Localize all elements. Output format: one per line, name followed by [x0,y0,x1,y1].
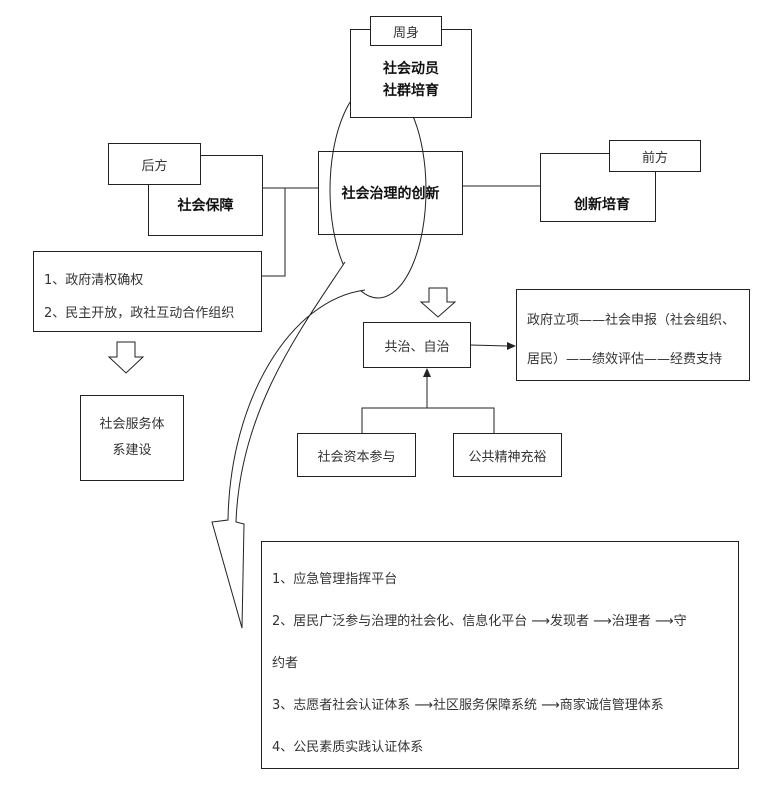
top-tag-label: 周身 [392,25,419,41]
top-tag: 周身 [370,16,442,46]
arrowhead-cogov [423,368,431,377]
process-box: 政府立项——社会申报（社会组织、 居民）——绩效评估——经费支持 [516,289,750,381]
center-box: 社会治理的创新 [318,151,463,235]
platforms-item-4: 4、公民素质实践认证体系 [272,740,424,755]
cogov-label: 共治、自治 [384,339,450,355]
center-title: 社会治理的创新 [341,186,440,202]
capital-label: 社会资本参与 [317,449,396,465]
right-tag: 前方 [609,140,701,172]
platforms-item-3: 3、志愿者社会认证体系 ⟶社区服务保障系统 ⟶商家诚信管理体系 [272,698,664,713]
gov-list-item-1: 1、政府清权确权 [44,273,144,288]
cogov-box: 共治、自治 [363,322,471,368]
top-line-2: 社群培育 [383,82,439,99]
spirit-box: 公共精神充裕 [453,433,562,477]
spirit-label: 公共精神充裕 [468,449,547,465]
platforms-item-2: 2、居民广泛参与治理的社会化、信息化平台 ⟶发现者 ⟶治理者 ⟶守 [272,614,687,629]
arrowhead-process [507,342,516,350]
platforms-item-1: 1、应急管理指挥平台 [272,572,398,587]
connector-fork [361,407,495,433]
platforms-item-2-cont: 约者 [272,656,299,671]
process-line-2: 居民）——绩效评估——经费支持 [527,352,723,367]
service-line-1: 社会服务体 [99,417,165,432]
right-tag-label: 前方 [641,150,668,166]
capital-box: 社会资本参与 [297,433,416,477]
connector-gov-list [262,188,286,277]
hollow-arrow-down-2 [107,341,145,374]
process-line-1: 政府立项——社会申报（社会组织、 [527,313,736,328]
platforms-box: 1、应急管理指挥平台 2、居民广泛参与治理的社会化、信息化平台 ⟶发现者 ⟶治理… [261,541,739,769]
gov-list-item-2: 2、民主开放，政社互动合作组织 [44,306,235,321]
left-tag-label: 后方 [141,158,168,174]
gov-list-box: 1、政府清权确权 2、民主开放，政社互动合作组织 [33,251,262,332]
service-box: 社会服务体 系建设 [80,395,184,481]
service-line-2: 系建设 [112,443,152,458]
left-box: 社会保障 [148,155,263,236]
top-line-1: 社会动员 [383,60,439,77]
left-title: 社会保障 [177,197,234,214]
right-title: 创新培育 [574,196,630,213]
hollow-arrow-down-1 [419,287,457,318]
curved-sweep-arrow [211,261,366,629]
left-tag: 后方 [108,143,201,185]
connector-cogov-process [469,344,509,347]
